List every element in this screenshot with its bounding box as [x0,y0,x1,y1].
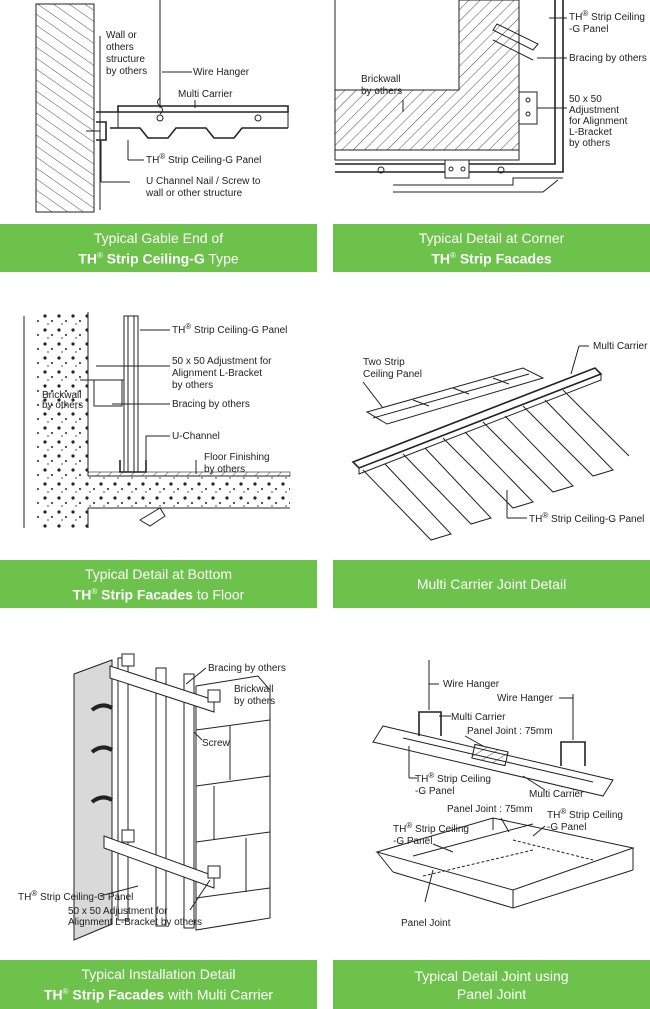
multi-carrier-label: Multi Carrier [178,89,233,100]
caption-line-2: TH® Strip Facades [431,250,552,267]
screw-label: Screw [202,738,231,749]
lower-bracing [103,835,215,889]
bracing-label: Bracing by others [569,53,647,64]
caption-line-1: Multi Carrier Joint Detail [416,576,567,592]
multi-carrier-label: Multi Carrier [593,341,648,352]
corner-labels: TH® Strip Ceiling-G Panel Bracing by oth… [361,9,647,149]
panel-label: TH® Strip Ceiling-G Panel [529,511,644,525]
bottom-floor-labels: TH® Strip Ceiling-G Panel 50 x 50 Adjust… [42,322,287,475]
multi-carrier-profile [96,105,289,113]
detail-corner: TH® Strip Ceiling-G Panel Bracing by oth… [333,0,650,272]
bracing-label: Bracing by others [172,399,250,410]
corner-drawing: TH® Strip Ceiling-G Panel Bracing by oth… [334,0,647,193]
caption-line-2: TH® Strip Ceiling-G Type [78,250,239,267]
multi-carrier-1-label: Multi Carrier [451,712,506,723]
panel-label: TH® Strip Ceiling-G Panel [18,889,133,903]
wall-section [35,3,95,213]
multi-carrier-2-label: Multi Carrier [529,789,584,800]
upper-bracing [109,665,215,713]
detail-bottom-floor: TH® Strip Ceiling-G Panel 50 x 50 Adjust… [0,312,317,608]
panel-joint-75-b-label: Panel Joint : 75mm [447,804,533,815]
panel-joint-75-a-label: Panel Joint : 75mm [467,726,553,737]
caption-bottom-floor: Typical Detail at Bottom TH® Strip Facad… [0,560,317,608]
joint-hatch [471,743,509,767]
vertical-strip-2 [155,667,167,927]
bracing-label: Bracing by others [208,663,286,674]
panel-label: TH® Strip Ceiling-G Panel [172,322,287,336]
panel-joint-label: Panel Joint [401,918,451,929]
caption-panel-joint: Typical Detail Joint using Panel Joint [333,960,650,1009]
corner-bracket [444,159,470,179]
vertical-strip-3 [183,673,195,929]
panel-label: TH® Strip Ceiling-G Panel [146,152,261,166]
panel-joint-labels: Wire Hanger Wire Hanger Multi Carrier Pa… [393,679,623,929]
multi-carrier-rail [351,367,603,469]
caption-line-2: Panel Joint [456,985,527,1002]
caption-line-2: TH® Strip Facades to Floor [72,586,245,603]
brick-wall-block [195,675,271,931]
bottom-floor-drawing: TH® Strip Ceiling-G Panel 50 x 50 Adjust… [23,312,291,528]
caption-line-2: TH® Strip Facades with Multi Carrier [43,986,274,1003]
hanger-clip-1 [418,711,442,736]
floor-slab [88,476,290,508]
vertical-strip-1 [117,657,129,921]
caption-line-1: Typical Gable End of [93,229,224,246]
hanger-clip-2 [560,741,586,766]
caption-installation: Typical Installation Detail TH® Strip Fa… [0,960,317,1009]
wire-hanger-2-label: Wire Hanger [497,693,554,704]
two-strip-panel [365,367,545,425]
wire-hanger-1-label: Wire Hanger [443,679,500,690]
strip-panel-profile [110,127,288,139]
caption-multi-carrier-joint: Multi Carrier Joint Detail [333,560,650,608]
floor-finish [87,471,291,477]
u-channel-label: U-Channel [172,431,220,442]
l-bracket [93,379,123,407]
panel-b-label: TH® Strip Ceiling-G Panel [547,807,623,833]
caption-line-1: Typical Installation Detail [81,966,236,983]
detail-panel-joint: Wire Hanger Wire Hanger Multi Carrier Pa… [333,640,650,1009]
caption-line-1: Typical Detail Joint using [414,967,569,984]
upper-bracket [518,91,538,125]
panel-a-label: TH® Strip Ceiling-G Panel [415,771,491,797]
caption-line-1: Typical Detail at Corner [418,229,565,246]
caption-corner: Typical Detail at Corner TH® Strip Facad… [333,224,650,272]
panel-label: TH® Strip Ceiling-G Panel [569,9,645,35]
joint-upper-panel [372,725,614,797]
brick-wall [36,312,88,528]
caption-line-1: Typical Detail at Bottom [84,565,233,582]
wire-hanger-label: Wire Hanger [193,67,250,78]
panel-joint-drawing: Wire Hanger Wire Hanger Multi Carrier Pa… [372,660,635,929]
vertical-panel [123,315,139,473]
caption-gable-end: Typical Gable End of TH® Strip Ceiling-G… [0,224,317,272]
panel-c-label: TH® Strip Ceiling-G Panel [393,821,469,847]
u-channel [96,121,107,141]
